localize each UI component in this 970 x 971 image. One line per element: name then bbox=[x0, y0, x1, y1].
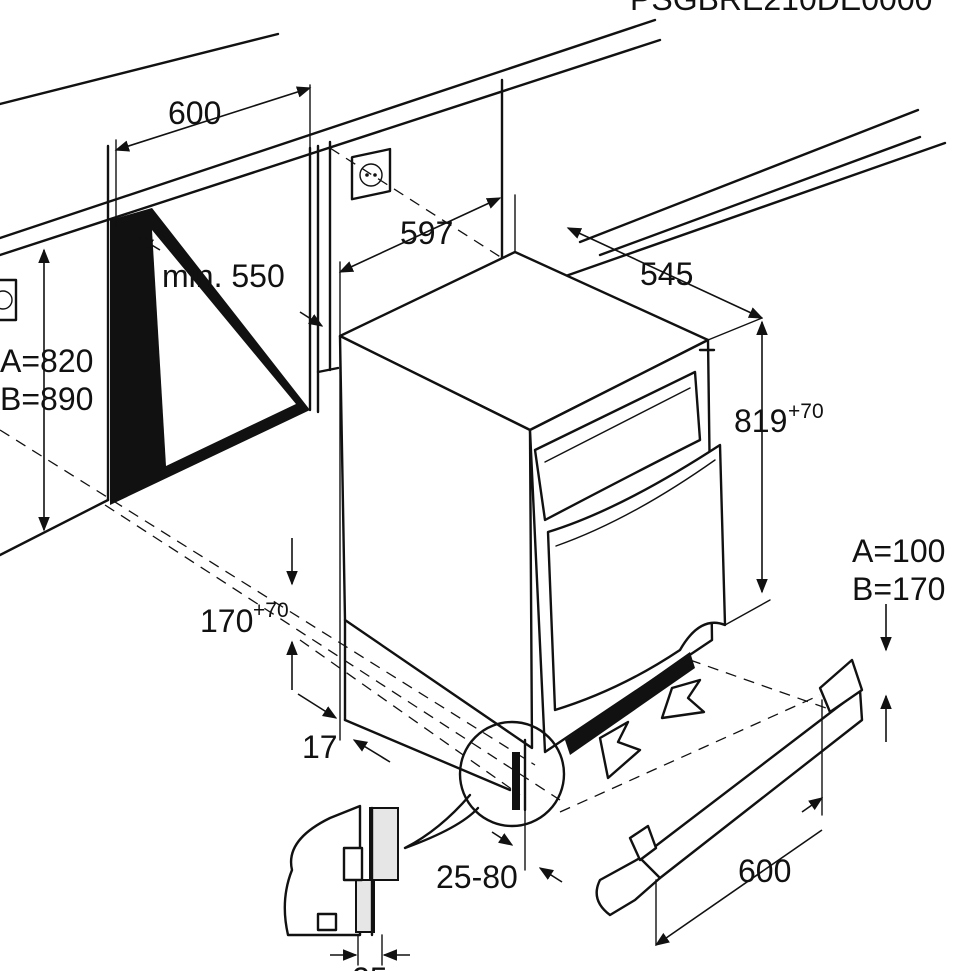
detail-section bbox=[283, 804, 399, 937]
dim-width-top: 600 bbox=[168, 95, 221, 131]
dim-door-gap: 25-80 bbox=[436, 859, 518, 895]
dim-plinth-b: B=170 bbox=[852, 571, 945, 607]
dim-niche-width: 597 bbox=[400, 215, 453, 251]
plinth-vent bbox=[565, 652, 695, 755]
dim-detail: 25 bbox=[352, 961, 388, 971]
socket-icon-left bbox=[0, 278, 18, 322]
dimension-lines bbox=[38, 84, 892, 966]
freezer-drawer bbox=[533, 370, 702, 522]
airflow-out-icon bbox=[660, 678, 706, 720]
dim-niche-height-b: B=890 bbox=[0, 381, 93, 417]
model-code-label: PSGBRE210DE0000 bbox=[630, 0, 932, 17]
dim-niche-height-a: A=820 bbox=[0, 343, 93, 379]
dim-plinth-sup: +70 bbox=[253, 599, 289, 622]
dim-plinth-a: A=100 bbox=[852, 533, 945, 569]
dim-height-sup: +70 bbox=[788, 400, 824, 423]
detail-callout bbox=[403, 720, 566, 850]
airflow-in-icon bbox=[598, 720, 642, 780]
fridge-appliance bbox=[338, 250, 727, 792]
dim-plinth-depth: 17 bbox=[302, 729, 338, 765]
fridge-side bbox=[338, 334, 534, 750]
dim-height: 819 bbox=[734, 403, 787, 439]
dim-min-depth: min. 550 bbox=[162, 258, 285, 294]
dim-plinth-height: 170 bbox=[200, 603, 253, 639]
dim-plinth-width: 600 bbox=[738, 853, 791, 889]
dim-depth: 545 bbox=[640, 256, 693, 292]
fridge-door bbox=[546, 443, 727, 712]
plinth-strip bbox=[595, 658, 864, 917]
